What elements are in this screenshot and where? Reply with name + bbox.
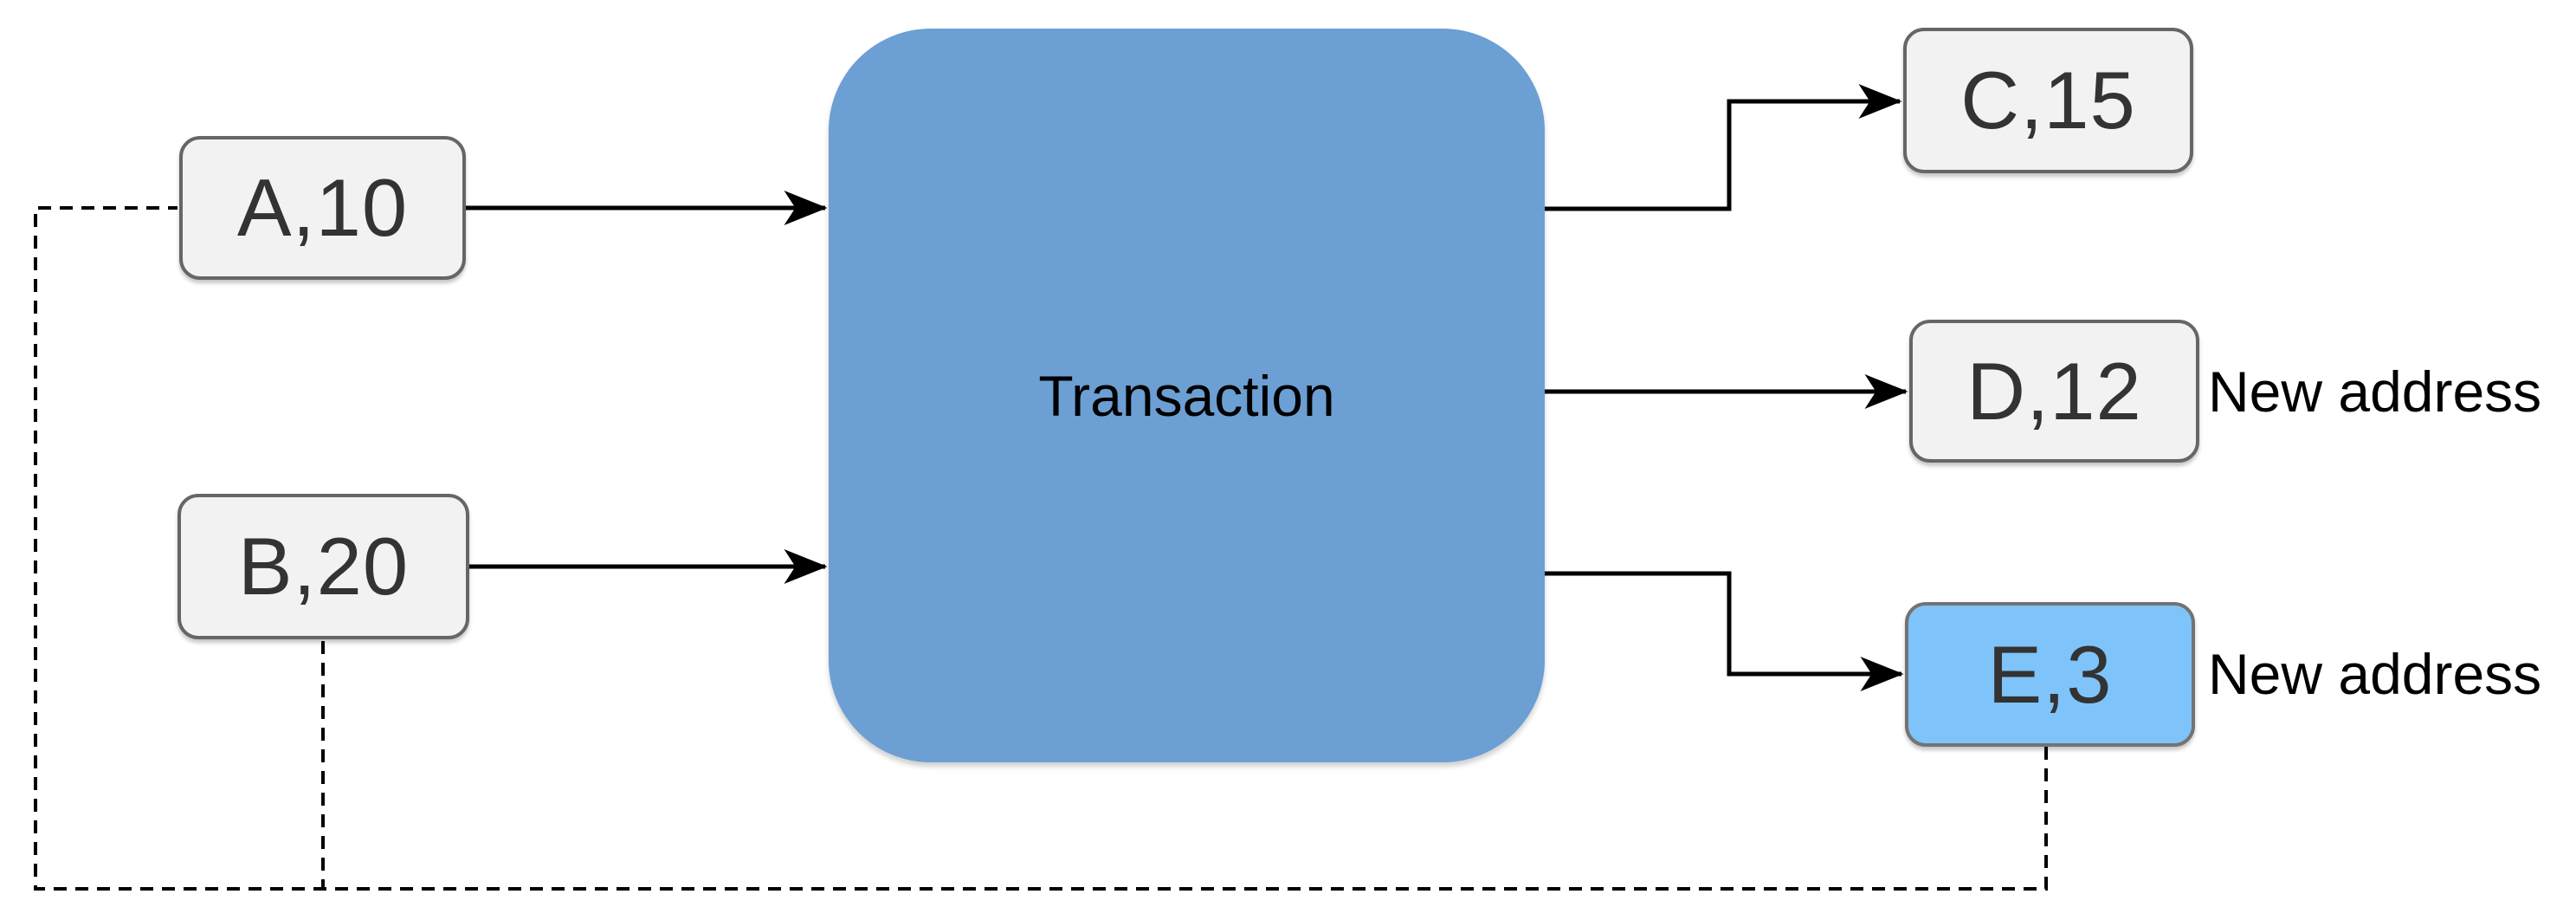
output-node-d-label: D,12: [1966, 345, 2142, 437]
connector-transaction-to-c: [1545, 84, 1902, 211]
connector-transaction-to-e: [1545, 571, 1904, 691]
output-node-c: C,15: [1903, 28, 2193, 173]
input-node-a: A,10: [179, 136, 466, 280]
dashed-change-loop-e-to-a: [34, 206, 2048, 891]
input-node-b: B,20: [178, 494, 469, 639]
new-address-label-e: New address: [2208, 642, 2542, 706]
input-node-b-label: B,20: [237, 521, 410, 612]
new-address-label-d: New address: [2208, 360, 2542, 424]
output-node-e-label: E,3: [1987, 628, 2113, 720]
output-node-c-label: C,15: [1960, 55, 2136, 146]
transaction-node-label: Transaction: [1038, 363, 1335, 428]
transaction-node: Transaction: [829, 29, 1545, 762]
output-node-d: D,12: [1909, 320, 2199, 463]
output-node-e-highlighted: E,3: [1905, 602, 2195, 747]
input-node-a-label: A,10: [236, 162, 409, 253]
